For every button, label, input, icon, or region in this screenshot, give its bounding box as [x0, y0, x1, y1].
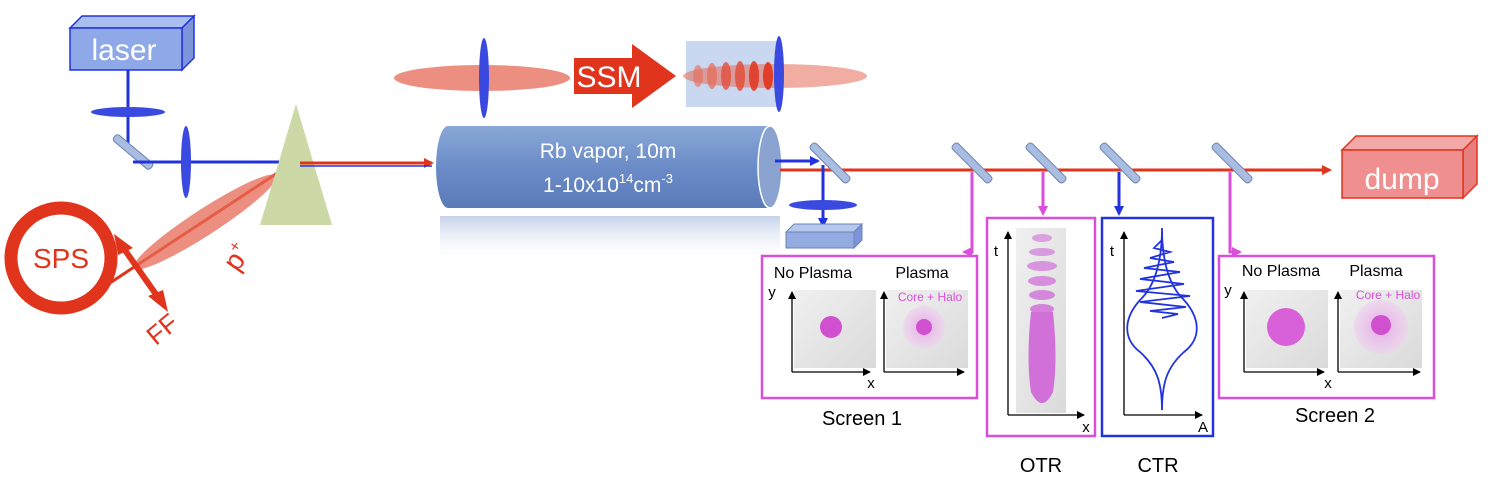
mirror-otr [1025, 142, 1067, 184]
vapor-label-line1: Rb vapor, 10m [540, 140, 677, 163]
svg-text:p+: p+ [217, 238, 257, 276]
screen2-panel: No Plasma Plasma Core + Halo y x [1217, 254, 1436, 400]
mirror-ctr [1099, 142, 1141, 184]
screen1-x-label: x [867, 375, 875, 392]
screen1-core-spot [820, 316, 842, 338]
sps-ring: SPS [4, 201, 118, 315]
dump-label: dump [1364, 163, 1439, 196]
combining-prism [260, 104, 332, 225]
screen2-x-label: x [1324, 375, 1332, 392]
mirror-screen1 [951, 142, 993, 184]
ff-double-arrow [119, 244, 163, 302]
screen1-title: Screen 1 [822, 408, 902, 430]
otr-panel: t x [985, 216, 1097, 438]
rb-vapor-cell: Rb vapor, 10m 1-10x1014cm-3 [436, 125, 783, 264]
laser-dump-lens [789, 200, 857, 210]
ff-label: FF [140, 307, 184, 350]
otr-title: OTR [1020, 455, 1062, 477]
otr-bunch-tail [1028, 312, 1056, 403]
ctr-signal-oscillation [1135, 239, 1191, 319]
proton-label: p+ [217, 238, 257, 276]
screen1-y-label: y [768, 284, 776, 301]
laser-box: laser [68, 14, 196, 72]
ctr-a-label: A [1198, 419, 1208, 436]
screen1-halo-core [916, 319, 932, 335]
laser-dump-mirror [809, 142, 851, 184]
screen2-halo-label: Core + Halo [1356, 288, 1421, 302]
laser-lens-vertical [181, 126, 191, 198]
screen1-plasma-label: Plasma [895, 265, 948, 282]
screen2-halo-core [1371, 315, 1391, 335]
ctr-t-label: t [1110, 243, 1115, 260]
ssm-label: SSM [576, 61, 641, 94]
ctr-title: CTR [1137, 455, 1178, 477]
screen2-no-plasma-label: No Plasma [1242, 263, 1320, 280]
sps-label: SPS [33, 243, 89, 274]
proton-bunch [133, 174, 277, 270]
ssm-arrow: SSM [574, 44, 676, 108]
laser-mirror [112, 134, 154, 170]
mirror-screen2 [1211, 142, 1253, 184]
ssm-lens-right [774, 36, 784, 112]
ssm-lens-left [479, 38, 489, 118]
screen1-panel: No Plasma Plasma Core + Halo y x [760, 254, 979, 400]
laser-lens-horizontal [91, 107, 165, 117]
screen1-halo-label: Core + Halo [898, 290, 963, 304]
screen2-title: Screen 2 [1295, 405, 1375, 427]
microbunch-train [693, 61, 773, 91]
otr-x-label: x [1082, 419, 1090, 436]
ctr-panel: t A [1100, 216, 1215, 438]
laser-dump-block [784, 222, 864, 250]
otr-t-label: t [994, 243, 999, 260]
otr-microbunches [1027, 234, 1057, 314]
beam-dump: dump [1340, 134, 1479, 200]
laser-label: laser [91, 34, 156, 67]
vapor-label-line2: 1-10x1014cm-3 [543, 171, 673, 197]
screen2-y-label: y [1224, 282, 1232, 299]
screen2-plasma-label: Plasma [1349, 263, 1402, 280]
screen1-no-plasma-label: No Plasma [774, 265, 852, 282]
ctr-signal-envelope [1126, 227, 1198, 411]
screen2-core-spot [1267, 308, 1305, 346]
